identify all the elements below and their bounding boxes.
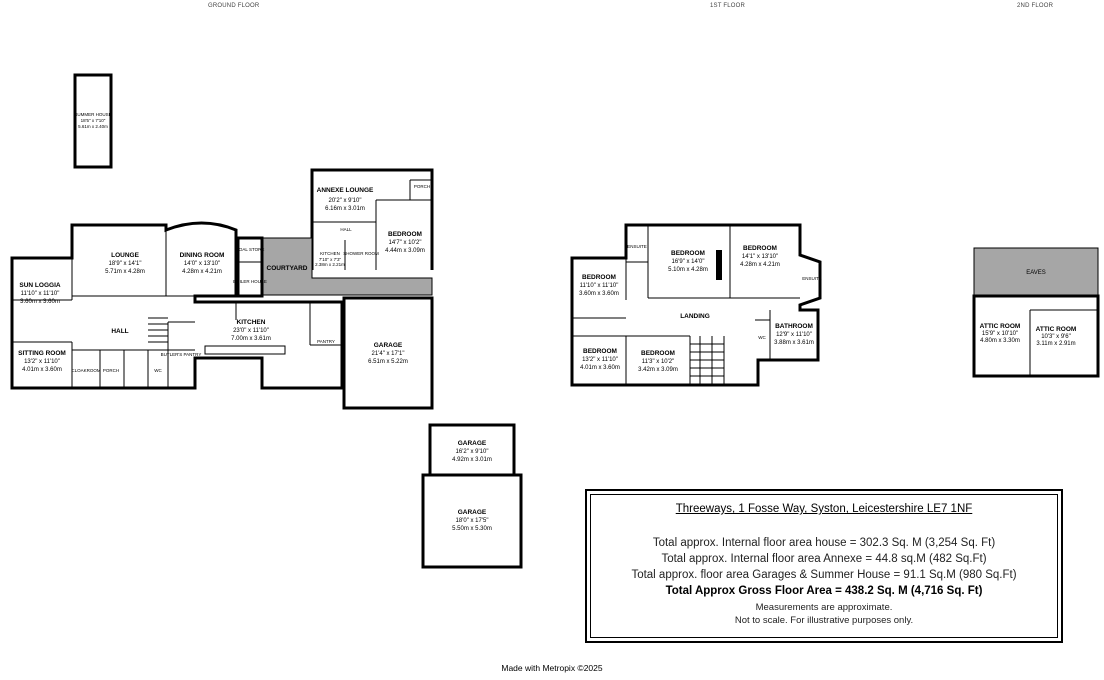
svg-text:18'0" x 17'5": 18'0" x 17'5": [456, 518, 489, 524]
area-garages: Total approx. floor area Garages & Summe…: [631, 569, 1017, 581]
svg-text:BEDROOM: BEDROOM: [641, 350, 675, 357]
svg-text:HALL: HALL: [340, 227, 352, 232]
svg-text:BEDROOM: BEDROOM: [583, 348, 617, 355]
svg-text:BEDROOM: BEDROOM: [743, 245, 777, 252]
property-address: Threeways, 1 Fosse Way, Syston, Leiceste…: [675, 503, 973, 515]
svg-text:BATHROOM: BATHROOM: [775, 323, 813, 330]
svg-text:21'4" x 17'1": 21'4" x 17'1": [372, 351, 405, 357]
dining-room-name: DINING ROOM: [180, 252, 225, 259]
svg-text:WC: WC: [154, 368, 162, 373]
main-house-ground: [10, 221, 344, 390]
sun-loggia-name: SUN LOGGIA: [19, 282, 60, 289]
garage-2: GARAGE 16'2" x 9'10" 4.92m x 3.01m: [428, 423, 516, 477]
svg-text:5.50m x 5.30m: 5.50m x 5.30m: [452, 526, 492, 532]
svg-text:BOILER HOUSE: BOILER HOUSE: [233, 279, 267, 284]
second-floor-label: 2ND FLOOR: [1017, 3, 1054, 9]
svg-text:18'5" x 7'10": 18'5" x 7'10": [81, 118, 106, 123]
svg-text:BEDROOM: BEDROOM: [388, 231, 422, 238]
footer-credit: Made with Metropix ©2025: [501, 663, 603, 673]
svg-text:GARAGE: GARAGE: [374, 342, 403, 349]
svg-text:BEDROOM: BEDROOM: [671, 250, 705, 257]
svg-text:3.42m x 3.09m: 3.42m x 3.09m: [638, 367, 678, 373]
svg-text:SUMMER HOUSE: SUMMER HOUSE: [74, 112, 111, 117]
lounge-name: LOUNGE: [111, 252, 139, 259]
ground-floor-label: GROUND FLOOR: [208, 3, 260, 9]
courtyard-label: COURTYARD: [267, 265, 308, 272]
svg-text:16'2" x 9'10": 16'2" x 9'10": [456, 449, 489, 455]
area-total: Total Approx Gross Floor Area = 438.2 Sq…: [665, 585, 983, 597]
area-house: Total approx. Internal floor area house …: [652, 537, 996, 549]
svg-text:20'2" x 9'10": 20'2" x 9'10": [329, 198, 362, 204]
svg-text:6.51m x 5.22m: 6.51m x 5.22m: [368, 359, 408, 365]
svg-text:4.80m x 3.30m: 4.80m x 3.30m: [980, 338, 1020, 344]
svg-text:15'9" x 10'10": 15'9" x 10'10": [982, 331, 1018, 337]
svg-text:5.71m x 4.28m: 5.71m x 4.28m: [105, 269, 145, 275]
svg-text:16'9" x 14'0": 16'9" x 14'0": [672, 259, 705, 265]
hall-name: HALL: [111, 328, 128, 335]
coal-store-boiler: COAL STORE BOILER HOUSE: [233, 236, 267, 298]
svg-text:GARAGE: GARAGE: [458, 440, 487, 447]
svg-text:GARAGE: GARAGE: [458, 509, 487, 516]
note-approximate: Measurements are approximate.: [755, 602, 893, 613]
svg-text:14'0" x 13'10": 14'0" x 13'10": [184, 261, 220, 267]
svg-text:14'1" x 13'10": 14'1" x 13'10": [742, 254, 778, 260]
svg-text:3.60m x 3.60m: 3.60m x 3.60m: [579, 291, 619, 297]
svg-text:3.60m x 3.60m: 3.60m x 3.60m: [20, 299, 60, 305]
svg-text:6.16m x 3.01m: 6.16m x 3.01m: [325, 206, 365, 212]
area-annexe: Total approx. Internal floor area Annexe…: [661, 553, 987, 565]
svg-text:4.28m x 4.21m: 4.28m x 4.21m: [182, 269, 222, 275]
svg-text:5.61m x 2.40m: 5.61m x 2.40m: [78, 124, 108, 129]
annexe: ANNEXE LOUNGE 20'2" x 9'10" 6.16m x 3.01…: [310, 168, 434, 270]
svg-text:4.28m x 4.21m: 4.28m x 4.21m: [740, 262, 780, 268]
first-floor-label: 1ST FLOOR: [710, 3, 746, 9]
svg-text:10'3" x 9'6": 10'3" x 9'6": [1041, 334, 1071, 340]
svg-text:PORCH: PORCH: [103, 368, 119, 373]
svg-text:3.11m x 2.91m: 3.11m x 2.91m: [1036, 341, 1075, 347]
svg-text:4.01m x 3.60m: 4.01m x 3.60m: [22, 367, 62, 373]
svg-text:LANDING: LANDING: [680, 313, 710, 320]
svg-text:4.44m x 3.09m: 4.44m x 3.09m: [385, 248, 425, 254]
svg-text:2.38m x 2.21m: 2.38m x 2.21m: [315, 262, 345, 267]
sitting-room-name: SITTING ROOM: [18, 350, 66, 357]
svg-text:14'7" x 10'2": 14'7" x 10'2": [389, 240, 422, 246]
svg-text:ENSUITE: ENSUITE: [802, 276, 822, 281]
garage-main: GARAGE 21'4" x 17'1" 6.51m x 5.22m: [342, 296, 434, 410]
svg-text:EAVES: EAVES: [1026, 270, 1046, 276]
svg-text:13'2" x 11'10": 13'2" x 11'10": [24, 359, 60, 365]
garage-3: GARAGE 18'0" x 17'5" 5.50m x 5.30m: [421, 473, 523, 569]
svg-text:4.92m x 3.01m: 4.92m x 3.01m: [452, 457, 492, 463]
svg-text:PORCH: PORCH: [414, 184, 430, 189]
svg-text:18'9" x 14'1": 18'9" x 14'1": [109, 261, 142, 267]
svg-text:ATTIC ROOM: ATTIC ROOM: [1036, 326, 1077, 333]
svg-text:BEDROOM: BEDROOM: [582, 274, 616, 281]
first-floor-plan: [570, 223, 822, 387]
svg-text:23'0" x 11'10": 23'0" x 11'10": [233, 328, 269, 334]
svg-text:11'3" x 10'2": 11'3" x 10'2": [642, 359, 674, 365]
svg-text:COAL STORE: COAL STORE: [236, 247, 265, 252]
svg-text:7.00m x 3.61m: 7.00m x 3.61m: [231, 336, 271, 342]
second-floor-plan: EAVES ATTIC ROOM 15'9" x 10'10" 4.80m x …: [972, 247, 1100, 378]
svg-text:12'9" x 11'10": 12'9" x 11'10": [776, 332, 812, 338]
svg-text:SHOWER ROOM: SHOWER ROOM: [343, 251, 379, 256]
svg-text:CLOAKROOM: CLOAKROOM: [71, 368, 101, 373]
svg-text:WC: WC: [758, 335, 766, 340]
area-info-box: Threeways, 1 Fosse Way, Syston, Leiceste…: [585, 489, 1063, 643]
svg-text:7'10" x 7'3": 7'10" x 7'3": [319, 257, 342, 262]
svg-text:4.01m x 3.60m: 4.01m x 3.60m: [580, 365, 620, 371]
svg-text:ATTIC ROOM: ATTIC ROOM: [980, 323, 1021, 330]
svg-text:11'10" x 11'10": 11'10" x 11'10": [21, 291, 60, 297]
svg-text:ENSUITE: ENSUITE: [627, 244, 647, 249]
svg-text:ANNEXE LOUNGE: ANNEXE LOUNGE: [317, 187, 374, 194]
svg-text:BUTLER'S PANTRY: BUTLER'S PANTRY: [161, 352, 202, 357]
svg-text:5.10m x 4.28m: 5.10m x 4.28m: [668, 267, 708, 273]
note-scale: Not to scale. For illustrative purposes …: [734, 615, 914, 626]
svg-text:13'2" x 11'10": 13'2" x 11'10": [582, 357, 618, 363]
svg-text:3.88m x 3.61m: 3.88m x 3.61m: [774, 340, 814, 346]
kitchen-name: KITCHEN: [237, 319, 266, 326]
svg-text:PANTRY: PANTRY: [317, 339, 335, 344]
svg-text:11'10" x 11'10": 11'10" x 11'10": [580, 283, 619, 289]
summer-house: SUMMER HOUSE 18'5" x 7'10" 5.61m x 2.40m: [73, 73, 113, 169]
svg-text:KITCHEN: KITCHEN: [320, 251, 340, 256]
